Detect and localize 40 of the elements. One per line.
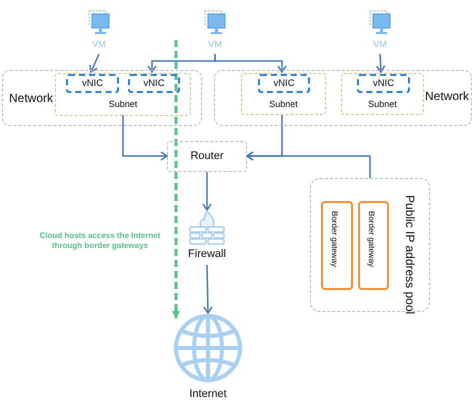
vm-label: VM [207,39,223,49]
subnet-label: Subnet [108,99,138,109]
subnet-box [55,73,191,116]
vnic-label: vNIC [272,78,296,89]
arrow [122,115,168,161]
subnet-box [241,73,326,115]
firewall-label: Firewall [187,248,227,260]
network-label: Network [9,91,54,105]
vnic-box [357,74,410,93]
ip-pool-box [310,178,430,312]
note-text: Cloud hosts access the Internet through border gateways [38,231,162,251]
subnet-box [341,73,424,115]
pool-label: Public IP address pool [403,195,417,314]
vnic-box [128,74,180,93]
subnet-label: Subnet [367,99,398,109]
network-box [214,70,472,126]
gateway-label: Border gateway [367,211,376,268]
arrow [246,151,371,178]
internet-label: Internet [188,388,228,400]
vnic-label: vNIC [372,78,396,89]
router-box [167,141,247,172]
vm-label: VM [91,39,107,49]
vnic-label: vNIC [142,78,166,89]
arrow [376,54,386,73]
network-label: Network [425,89,470,103]
arrow [202,172,212,211]
vnic-box [258,74,310,93]
gateway-label: Border gateway [330,211,339,268]
network-box [2,70,202,126]
gateway-box [358,201,389,290]
arrow [89,54,100,73]
vm-label: VM [372,39,388,49]
gateway-box [321,201,353,290]
subnet-label: Subnet [268,99,299,109]
router-label: Router [189,150,225,162]
vnic-box [66,74,119,93]
arrow [214,54,287,73]
arrow [203,264,213,314]
dashed-arrow [172,40,180,319]
vnic-label: vNIC [80,78,104,89]
